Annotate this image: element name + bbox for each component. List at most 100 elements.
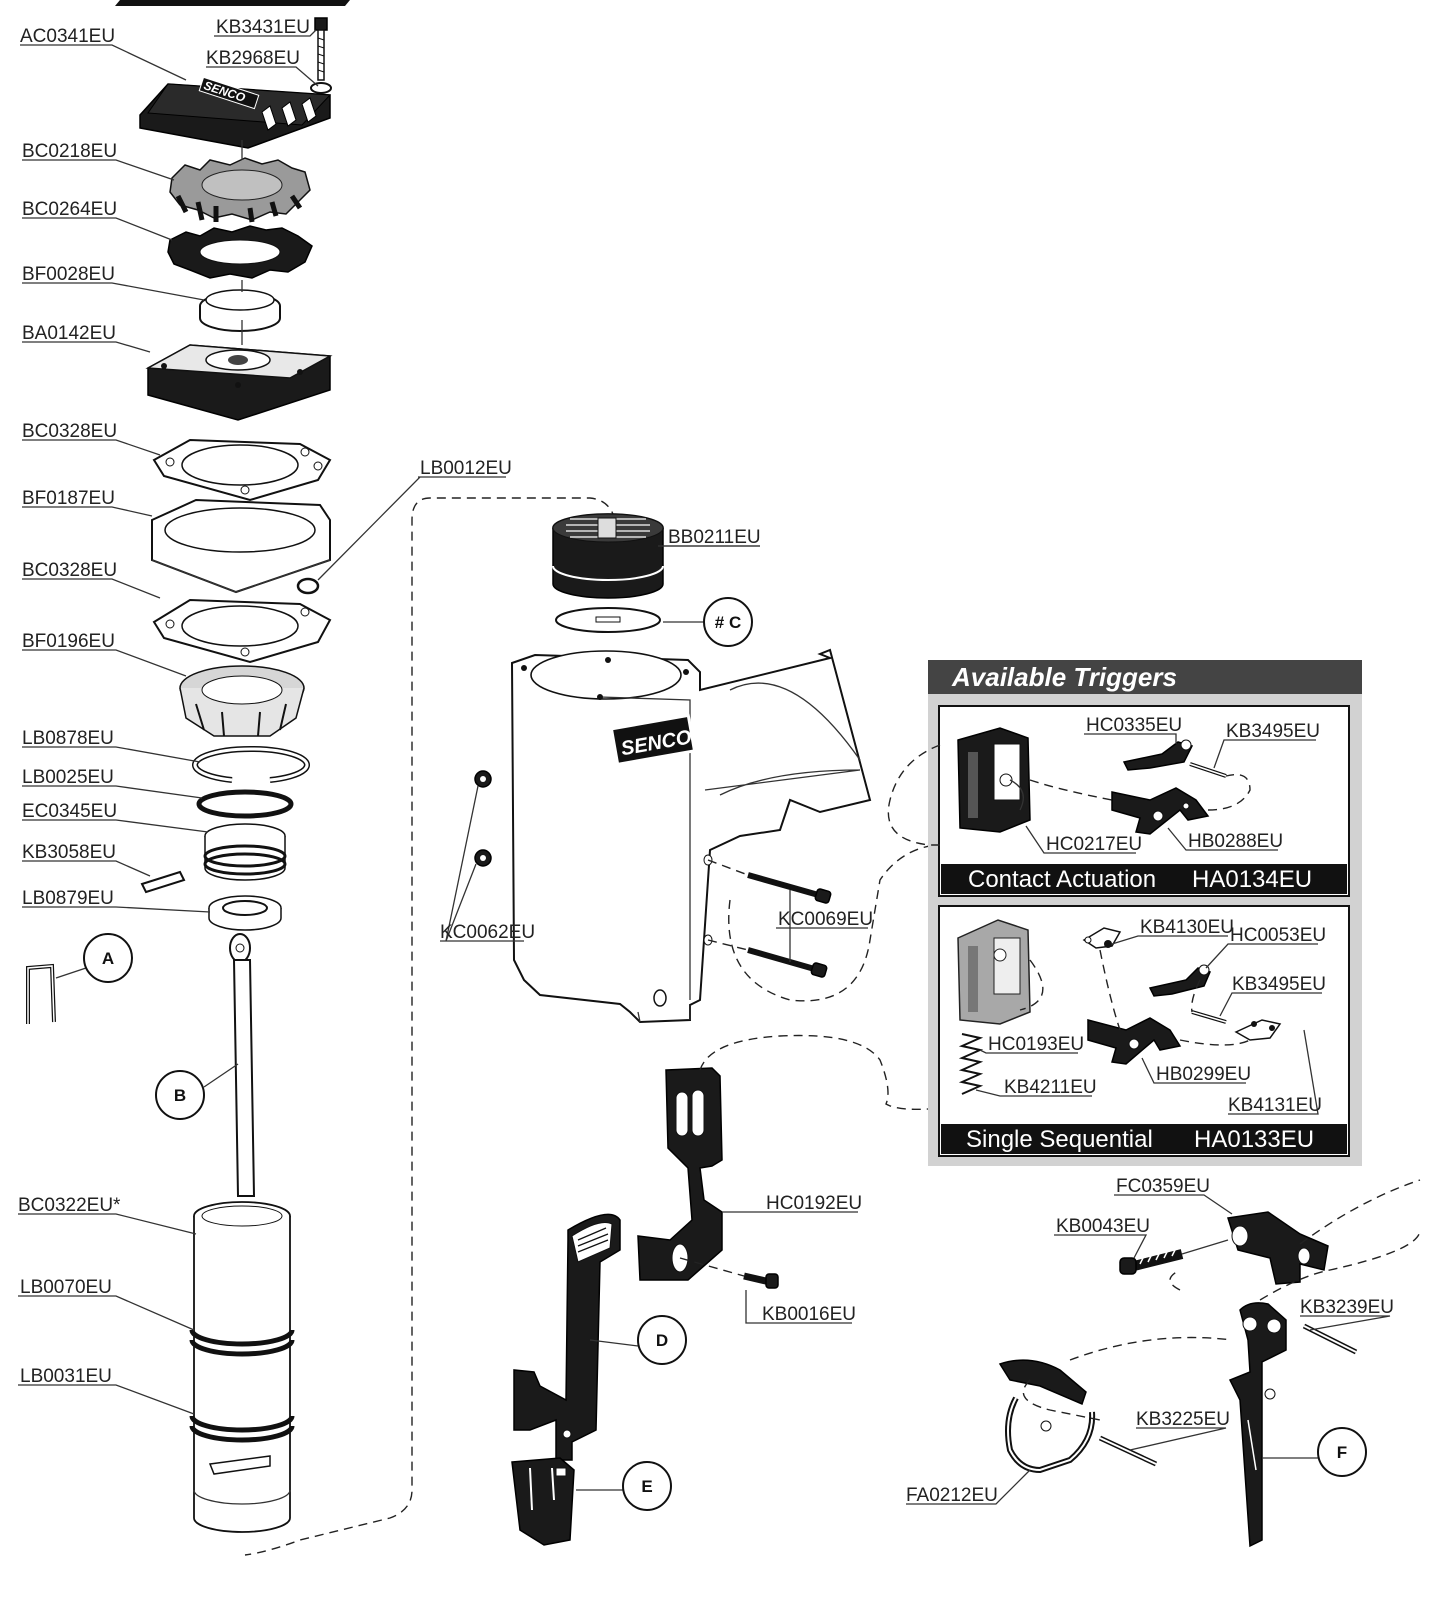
label-hb0288: HB0288EU [1188, 831, 1283, 852]
gasket-upper [152, 438, 332, 502]
label-fc0359: FC0359EU [1116, 1176, 1210, 1197]
label-lb0012: LB0012EU [420, 458, 512, 479]
svg-text:E: E [641, 1477, 652, 1496]
label-kc0062: KC0062EU [440, 922, 535, 943]
trigger-hb0288 [1111, 787, 1210, 835]
link-kb4131 [1234, 1019, 1282, 1041]
label-lb0879: LB0879EU [22, 888, 114, 909]
exhaust-deflector [167, 225, 313, 279]
svg-text:B: B [174, 1086, 186, 1105]
pin-kb3225 [1098, 1435, 1158, 1467]
label-kb4131: KB4131EU [1228, 1095, 1322, 1116]
contact-actuation-label: Contact Actuation [968, 866, 1156, 893]
staple [26, 963, 56, 1024]
nose-foot [511, 1457, 575, 1546]
bolt-lower [747, 947, 828, 978]
svg-text:# C: # C [715, 613, 741, 632]
label-bc0264: BC0264EU [22, 199, 117, 220]
dashed-single [1019, 949, 1251, 1046]
nut-lower [474, 849, 492, 867]
callout-d: D [637, 1315, 687, 1365]
label-hc0193: HC0193EU [988, 1034, 1084, 1055]
o-ring-lb0070 [189, 1329, 295, 1357]
cylinder-seal [552, 513, 664, 599]
large-o-ring [196, 789, 294, 819]
dashed-routing-bolts [728, 844, 936, 1002]
seal-ring [199, 289, 281, 332]
label-lb0070: LB0070EU [20, 1277, 112, 1298]
muffler-foam [169, 157, 311, 223]
callout-f: F [1317, 1427, 1367, 1477]
safety-lever [513, 1213, 621, 1461]
dashed-routing-triggers [887, 744, 941, 846]
label-bc0218: BC0218EU [22, 141, 117, 162]
leader-lines [18, 29, 1391, 1505]
label-bf0187: BF0187EU [22, 488, 115, 509]
bracket-fc0359 [1227, 1211, 1329, 1285]
label-bb0211: BB0211EU [668, 527, 761, 548]
label-hc0192: HC0192EU [766, 1193, 862, 1214]
nut-upper [474, 770, 492, 788]
dashed-contact [1029, 773, 1251, 811]
label-bf0196: BF0196EU [22, 631, 115, 652]
cylinder-cap: SENCO [139, 76, 332, 149]
label-ec0345: EC0345EU [22, 801, 117, 822]
callout-c: # C [703, 597, 753, 647]
label-kb0016: KB0016EU [762, 1304, 856, 1325]
washer [310, 82, 332, 94]
callout-a: A [83, 933, 133, 983]
svg-text:F: F [1337, 1443, 1347, 1462]
lever-f [1228, 1302, 1287, 1548]
trigger-hb0299 [1087, 1017, 1182, 1065]
trigger-bracket [637, 1067, 745, 1281]
label-ba0142: BA0142EU [22, 323, 116, 344]
dashed-routing-left [244, 497, 616, 1556]
retaining-ring [192, 745, 310, 783]
pin-kb3495-bottom [1191, 1010, 1227, 1024]
svg-text:D: D [656, 1331, 668, 1350]
tool-frame: SENCO [510, 648, 872, 1024]
bolt-upper [747, 872, 832, 904]
label-bc0328-lower: BC0328EU [22, 560, 117, 581]
valve-body [145, 344, 333, 421]
label-fa0212: FA0212EU [906, 1485, 998, 1506]
single-sequential-part: HA0133EU [1194, 1126, 1314, 1153]
dashed-routing-trigger [699, 1034, 943, 1111]
label-kb3431: KB3431EU [216, 17, 310, 38]
label-hb0299: HB0299EU [1156, 1064, 1251, 1085]
label-kb3239: KB3239EU [1300, 1297, 1394, 1318]
small-screw-kb0016 [743, 1272, 779, 1289]
driver-blade [229, 933, 256, 1197]
label-kb4211: KB4211EU [1004, 1077, 1097, 1098]
label-kb0043: KB0043EU [1056, 1216, 1150, 1237]
piston-stop [179, 665, 305, 737]
svg-text:A: A [102, 949, 114, 968]
o-ring-lb0031 [189, 1415, 295, 1443]
callout-b: B [155, 1070, 205, 1120]
piston-bumper [208, 895, 282, 931]
pin-kb3495-top [1189, 762, 1227, 778]
label-kb3495-top: KB3495EU [1226, 721, 1320, 742]
label-kb3495-bottom: KB3495EU [1232, 974, 1326, 995]
gasket-lower [152, 598, 332, 664]
label-lb0031: LB0031EU [20, 1366, 112, 1387]
link-kb4130 [1082, 927, 1122, 949]
cylinder-sleeve [193, 1201, 291, 1533]
available-triggers-box: Available Triggers Contact Actuation HA0… [928, 660, 1362, 1166]
trigger-valve-hc0193 [957, 919, 1031, 1025]
label-bc0328-upper: BC0328EU [22, 421, 117, 442]
contact-yoke-fa0212 [998, 1359, 1096, 1474]
header-fragment [115, 0, 350, 6]
roll-pin [140, 870, 186, 894]
single-sequential-label: Single Sequential [966, 1126, 1153, 1153]
triggers-title: Available Triggers [951, 662, 1177, 692]
label-lb0025: LB0025EU [22, 767, 114, 788]
small-o-ring [296, 577, 320, 595]
label-kb4130: KB4130EU [1140, 917, 1234, 938]
part-labels: AC0341EU KB3431EU KB2968EU BC0218EU BC02… [18, 17, 1394, 1506]
contact-arm-hc0335 [1122, 739, 1194, 771]
spring-kb4211 [958, 1033, 984, 1095]
callout-e: E [622, 1461, 672, 1511]
pin-kb3239 [1302, 1323, 1358, 1355]
